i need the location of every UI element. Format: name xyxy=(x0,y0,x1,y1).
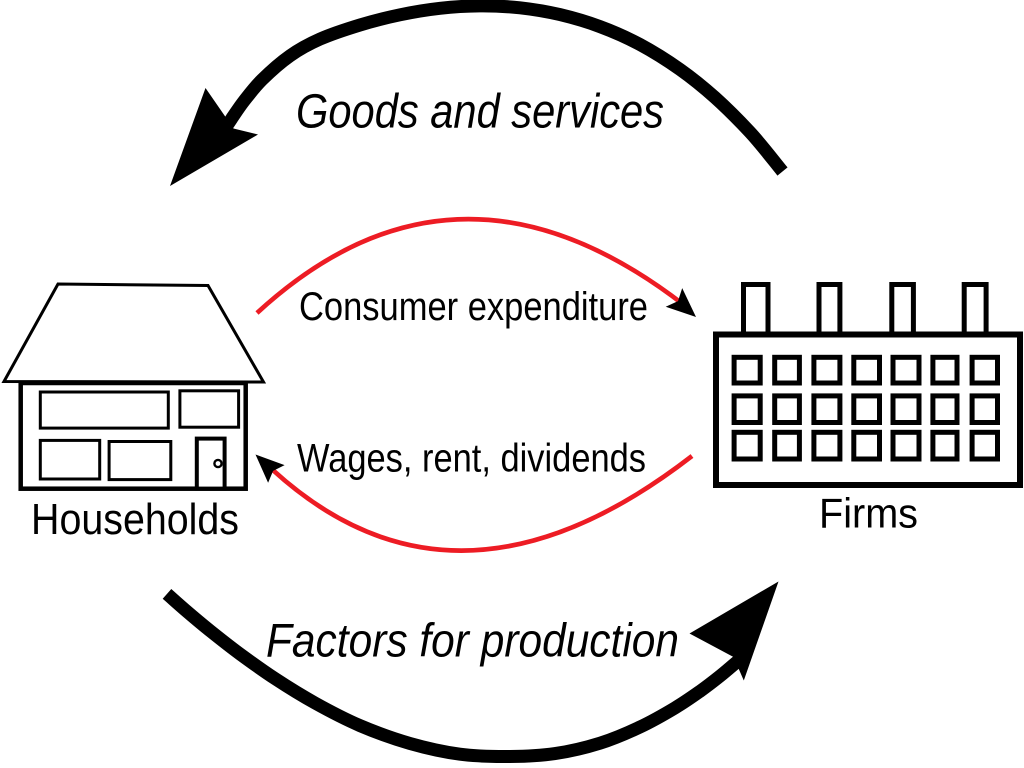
svg-text:Factors for production: Factors for production xyxy=(266,614,679,667)
svg-text:Goods and services: Goods and services xyxy=(296,86,664,139)
svg-text:Wages, rent, dividends: Wages, rent, dividends xyxy=(297,437,646,481)
svg-text:Firms: Firms xyxy=(819,490,918,537)
svg-text:Consumer expenditure: Consumer expenditure xyxy=(299,285,648,329)
svg-text:Households: Households xyxy=(31,495,239,544)
